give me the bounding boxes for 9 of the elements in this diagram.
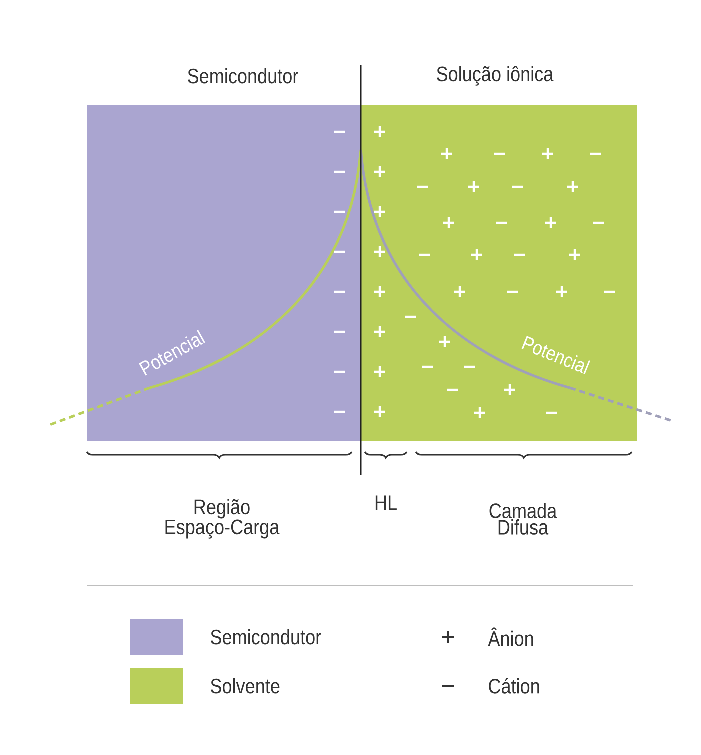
column-heading: Semicondutor (188, 68, 298, 84)
legend-label: Semicondutor (211, 629, 322, 645)
region-label: Camada Difusa (490, 503, 558, 535)
legend-label: Cátion (489, 678, 540, 694)
legend-label: Solvente (211, 678, 280, 694)
region-label: Região Espaço-Carga (166, 499, 280, 539)
column-heading: Solução iônica (437, 66, 554, 86)
legend-label: Ânion (488, 628, 534, 646)
region-label: HL (376, 496, 397, 510)
